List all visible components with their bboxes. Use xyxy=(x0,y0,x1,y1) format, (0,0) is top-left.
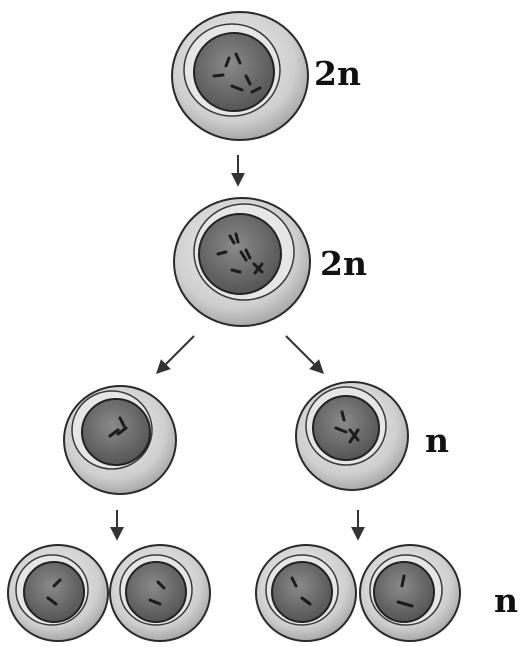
label-meiosis-one-ploidy: n xyxy=(425,421,449,460)
replicated-cell xyxy=(173,197,311,327)
arrow-to-left-daughter xyxy=(156,335,195,374)
label-parent-ploidy: 2n xyxy=(314,54,361,93)
daughter-cell-right xyxy=(295,381,409,491)
gamete-cell-2 xyxy=(109,544,211,642)
replicated-chromosomes xyxy=(216,232,264,275)
label-meiosis-two-ploidy: n xyxy=(494,581,518,620)
label-replicated-ploidy: 2n xyxy=(320,244,367,283)
arrow-to-right-daughter xyxy=(285,335,324,374)
gamete-cell-4 xyxy=(359,544,461,642)
daughter-cell-left xyxy=(63,385,177,495)
gamete-cell-1 xyxy=(7,544,109,642)
parent-cell xyxy=(171,11,309,141)
gamete-cell-3 xyxy=(255,544,357,642)
parent-chromosomes xyxy=(212,52,262,94)
